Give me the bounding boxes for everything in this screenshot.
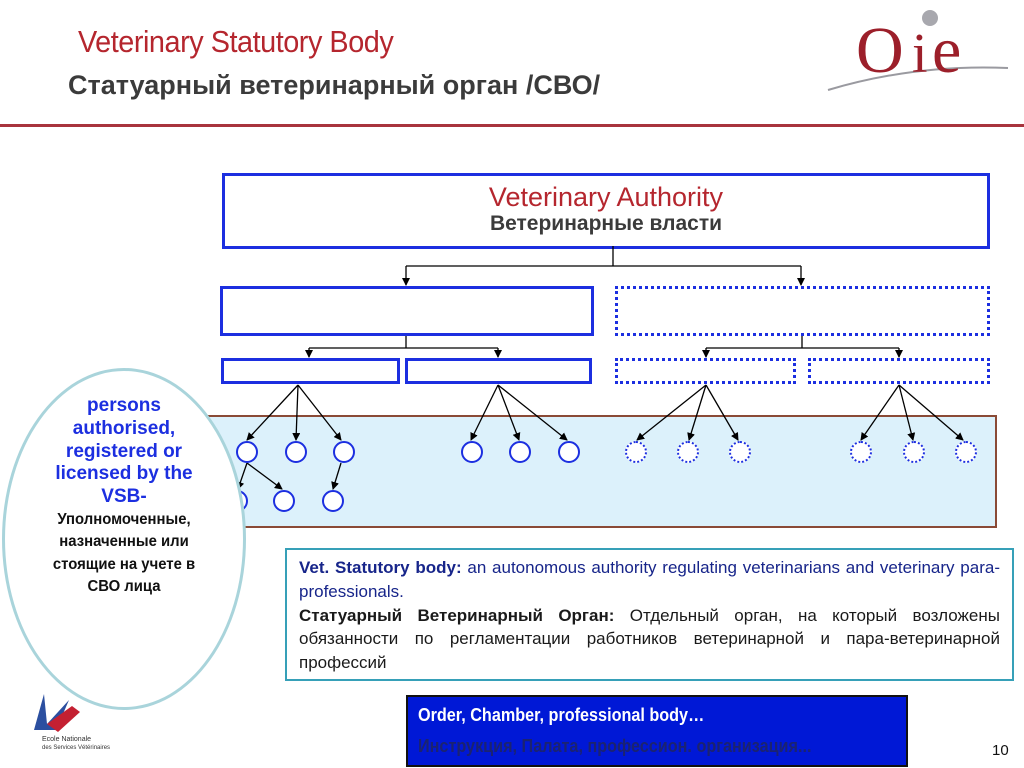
page-subtitle: Статуарный ветеринарный орган /СВО/ bbox=[68, 70, 601, 100]
title-divider bbox=[0, 124, 1024, 127]
person-node bbox=[273, 490, 295, 512]
veterinary-authority-box: Veterinary Authority Ветеринарные власти bbox=[222, 173, 990, 249]
person-node-prospective bbox=[625, 441, 647, 463]
order-text-en: Order, Chamber, professional body… bbox=[418, 705, 705, 725]
order-text-ru: Инструкция, Палата, профессион. организа… bbox=[418, 736, 812, 756]
svg-text:O: O bbox=[856, 14, 904, 87]
persons-text-en: persons authorised, registered or licens… bbox=[55, 395, 193, 508]
person-node-prospective bbox=[955, 441, 977, 463]
page-title: Veterinary Statutory Body bbox=[78, 24, 394, 59]
definition-body-en: an autonomous authority regulating veter… bbox=[299, 558, 1000, 601]
authority-title-en: Veterinary Authority bbox=[488, 182, 724, 212]
person-node bbox=[322, 490, 344, 512]
school-logo-line2: des Services Vétérinaires bbox=[42, 745, 110, 751]
svg-text:e: e bbox=[932, 14, 961, 87]
person-node bbox=[285, 441, 307, 463]
sub-body-box-4 bbox=[808, 358, 990, 384]
order-box: Order, Chamber, professional body… Инстр… bbox=[406, 695, 908, 767]
definition-term-en: Vet. Statutory body: bbox=[299, 558, 462, 577]
slide-number: 10 bbox=[992, 742, 1009, 759]
person-node bbox=[333, 441, 355, 463]
sub-body-box-2 bbox=[405, 358, 592, 384]
person-node-prospective bbox=[677, 441, 699, 463]
authority-title-ru: Ветеринарные власти bbox=[489, 212, 723, 235]
oie-logo: O i e bbox=[827, 10, 1009, 91]
sub-body-box-3 bbox=[615, 358, 796, 384]
school-logo: Ecole Nationale des Services Vétérinaire… bbox=[34, 694, 110, 751]
school-logo-line1: Ecole Nationale bbox=[42, 736, 91, 743]
persons-text-ru: Уполномоченные, назначенные или стоящие … bbox=[52, 510, 196, 596]
definition-box: Vet. Statutory body: an autonomous autho… bbox=[285, 548, 1014, 681]
person-node-prospective bbox=[850, 441, 872, 463]
person-node bbox=[236, 441, 258, 463]
persons-callout-text: persons authorised, registered or licens… bbox=[44, 395, 204, 599]
svg-text:i: i bbox=[912, 23, 928, 85]
person-node bbox=[461, 441, 483, 463]
definition-body-ru: Отдельный орган, на который возложены об… bbox=[299, 605, 1000, 673]
sub-body-box-1 bbox=[221, 358, 400, 384]
person-node-prospective bbox=[729, 441, 751, 463]
definition-term-ru: Статуарный Ветеринарный Орган: bbox=[299, 605, 615, 625]
person-node bbox=[558, 441, 580, 463]
definition-en: Vet. Statutory body: an autonomous autho… bbox=[299, 556, 1000, 604]
statutory-body-box-right bbox=[615, 286, 990, 336]
person-node-prospective bbox=[903, 441, 925, 463]
registered-persons-panel bbox=[205, 415, 997, 528]
definition-ru: Статуарный Ветеринарный Орган: Отдельный… bbox=[299, 604, 1000, 675]
person-node bbox=[509, 441, 531, 463]
persons-callout bbox=[2, 368, 246, 710]
statutory-body-box-left bbox=[220, 286, 594, 336]
